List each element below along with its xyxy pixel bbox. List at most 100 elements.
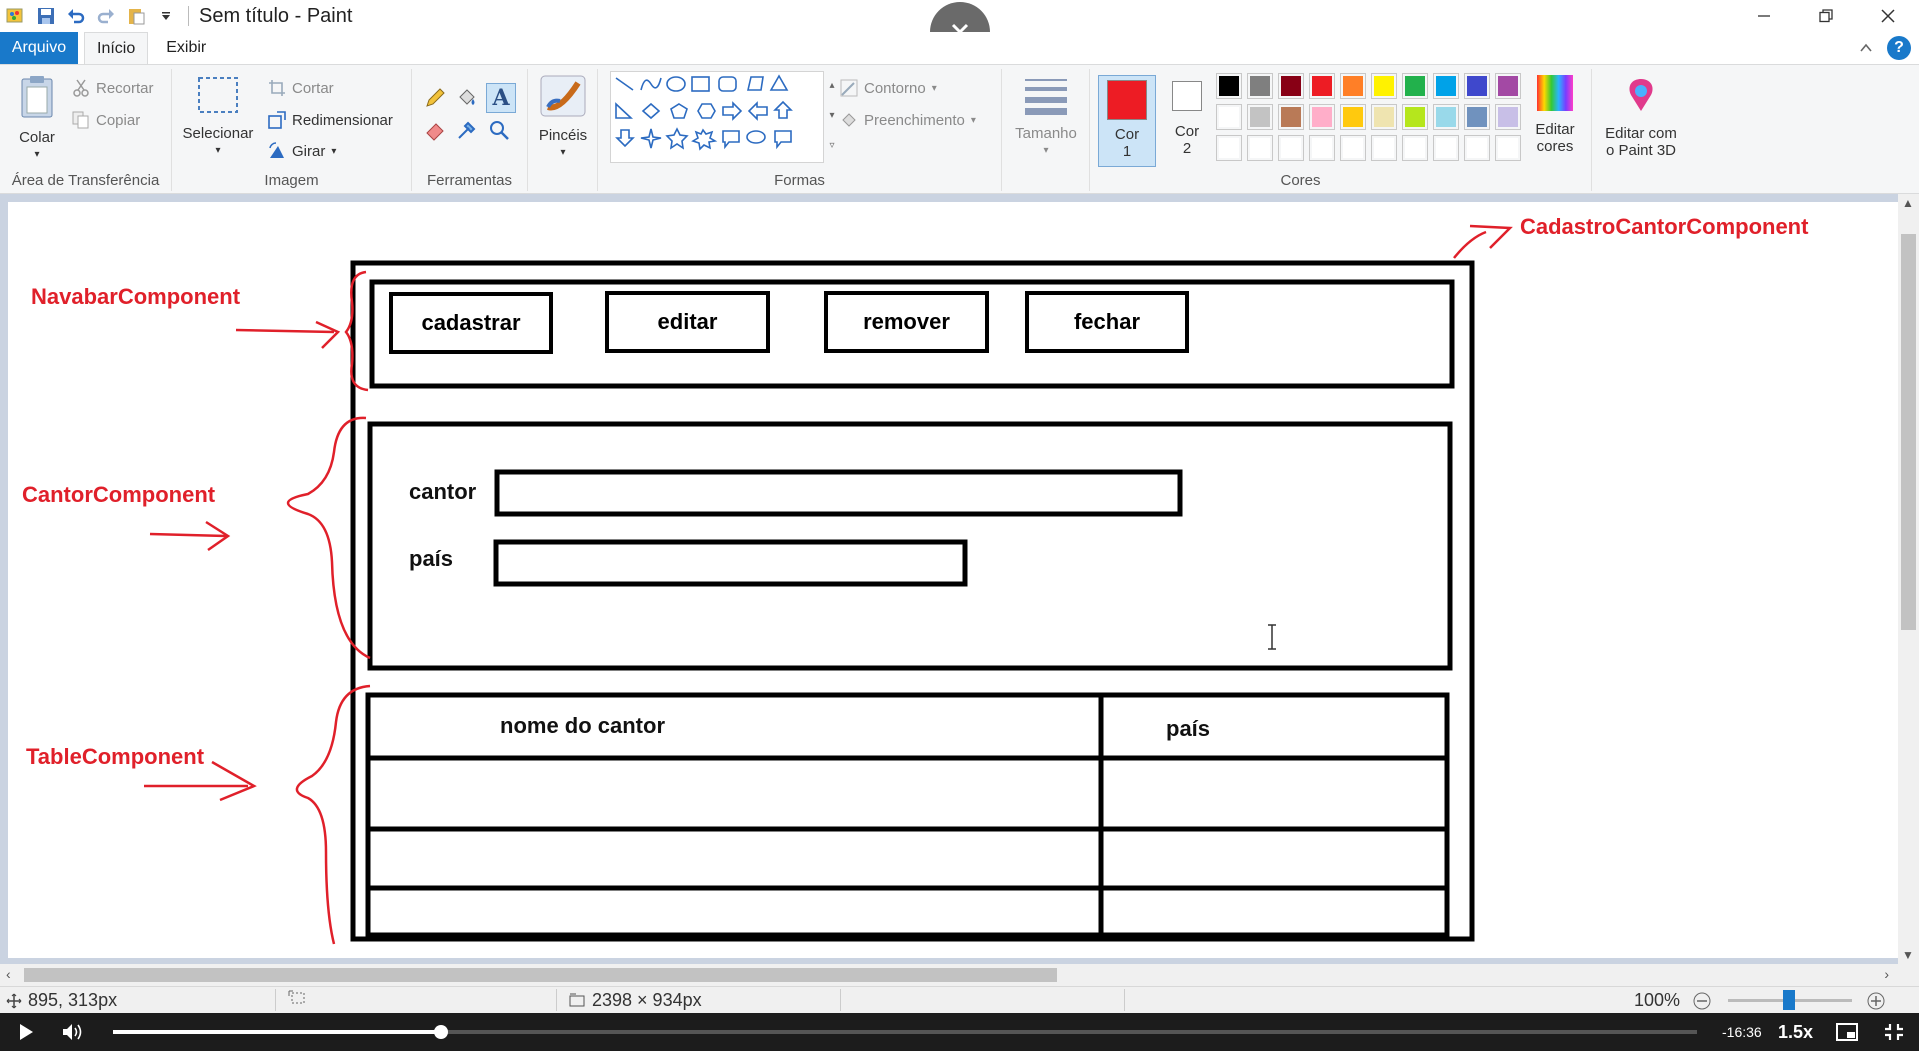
video-progress-knob[interactable] [433,1025,448,1039]
palette-swatch[interactable] [1402,104,1428,130]
shapes-gallery[interactable] [610,71,824,163]
color-picker-tool[interactable] [456,119,478,141]
scroll-down-icon[interactable]: ▼ [1902,948,1914,962]
size-dropdown-icon: ▾ [1043,145,1049,156]
play-button[interactable] [18,1013,34,1051]
palette-swatch[interactable] [1340,104,1366,130]
shapes-gallery-scroll[interactable]: ▴▾▿ [829,80,835,151]
crop-button[interactable]: Cortar [268,79,334,97]
horizontal-scrollbar[interactable]: ‹ › [0,964,1919,986]
text-tool[interactable]: A [486,83,516,113]
palette-swatch-color [1343,76,1363,96]
copy-button[interactable]: Copiar [72,111,140,129]
cut-button[interactable]: Recortar [72,79,154,97]
palette-swatch[interactable] [1495,104,1521,130]
pencil-tool[interactable] [424,87,446,109]
scroll-up-icon[interactable]: ▲ [1902,196,1914,210]
palette-swatch[interactable] [1216,73,1242,99]
pip-button[interactable] [1836,1013,1858,1051]
palette-swatch[interactable] [1309,104,1335,130]
paint3d-label: Editar com [1605,125,1677,142]
redo-icon[interactable] [94,4,118,28]
palette-swatch[interactable] [1495,135,1521,161]
cantor-brace [286,416,371,660]
palette-swatch[interactable] [1433,135,1459,161]
palette-swatch[interactable] [1464,135,1490,161]
fill-button[interactable]: Preenchimento ▾ [840,111,976,129]
zoom-slider-track[interactable] [1728,990,1852,1010]
exit-fullscreen-icon [1885,1024,1903,1040]
palette-swatch[interactable] [1309,135,1335,161]
save-icon[interactable] [34,4,58,28]
customize-clipboard-icon[interactable] [124,4,148,28]
palette-swatch[interactable] [1433,73,1459,99]
resize-button[interactable]: Redimensionar [268,111,393,129]
edit-paint3d-button[interactable]: Editar com o Paint 3D [1596,75,1686,159]
exit-fullscreen-button[interactable] [1884,1013,1904,1051]
palette-swatch[interactable] [1433,104,1459,130]
select-button[interactable]: Selecionar ▾ [180,75,256,159]
palette-swatch[interactable] [1371,104,1397,130]
palette-swatch[interactable] [1464,73,1490,99]
eraser-tool[interactable] [424,119,446,141]
palette-swatch[interactable] [1340,73,1366,99]
restore-button[interactable] [1795,0,1857,32]
palette-swatch[interactable] [1402,73,1428,99]
undo-icon[interactable] [64,4,88,28]
palette-swatch[interactable] [1247,104,1273,130]
palette-swatch[interactable] [1309,73,1335,99]
brushes-button[interactable]: Pincéis ▾ [534,75,592,161]
palette-swatch[interactable] [1495,73,1521,99]
zoom-in-button[interactable] [1866,991,1886,1011]
palette-swatch[interactable] [1216,135,1242,161]
volume-button[interactable] [62,1013,84,1051]
magnifier-tool[interactable] [488,119,510,141]
palette-swatch[interactable] [1371,135,1397,161]
zoom-out-button[interactable] [1692,991,1712,1011]
vertical-scroll-thumb[interactable] [1901,234,1916,630]
palette-swatch[interactable] [1371,73,1397,99]
palette-swatch[interactable] [1340,135,1366,161]
palette-swatch[interactable] [1278,73,1304,99]
vertical-scrollbar[interactable]: ▲ ▼ [1898,194,1919,964]
minimize-button[interactable] [1733,0,1795,32]
outline-button[interactable]: Contorno ▾ [840,79,937,97]
drawing-canvas[interactable]: cadastrar editar remover fechar cantor p… [8,202,1898,958]
qat-dropdown-icon[interactable] [154,4,178,28]
palette-swatch[interactable] [1278,135,1304,161]
close-window-button[interactable] [1857,0,1919,32]
color1-button[interactable]: Cor 1 [1098,75,1156,167]
zoom-slider-thumb[interactable] [1783,990,1795,1010]
tab-view[interactable]: Exibir [166,39,207,56]
paint-app-icon[interactable] [4,4,28,28]
palette-swatch[interactable] [1247,135,1273,161]
palette-swatch[interactable] [1247,73,1273,99]
navbar-arrow-head [315,320,341,349]
palette-swatch[interactable] [1464,104,1490,130]
collapse-ribbon-icon[interactable] [1859,41,1873,55]
annotation-cantor: CantorComponent [22,482,216,507]
fill-tool[interactable] [456,87,478,109]
palette-swatch[interactable] [1402,135,1428,161]
horizontal-scroll-thumb[interactable] [24,968,1057,982]
ribbon: Colar ▾ Recortar Copiar Área de Transfer… [0,64,1919,194]
tab-file[interactable]: Arquivo [0,32,78,64]
playback-speed-button[interactable]: 1.5x [1778,1021,1814,1042]
rotate-dropdown-icon: ▾ [331,145,337,157]
video-progress-bar[interactable] [113,1025,1697,1039]
edit-colors-button[interactable]: Editar cores [1520,75,1590,155]
video-progress-fill [113,1030,441,1034]
palette-swatch-color [1250,107,1270,127]
tab-home[interactable]: Início [84,32,149,64]
scroll-left-icon[interactable]: ‹ [6,966,11,982]
annotation-table: TableComponent [26,744,205,769]
rotate-button[interactable]: Girar ▾ [268,142,336,160]
wire-btn-editar: editar [605,291,770,353]
help-icon[interactable]: ? [1887,36,1911,60]
palette-swatch[interactable] [1216,104,1242,130]
paste-button[interactable]: Colar ▾ [10,75,64,163]
color2-button[interactable]: Cor 2 [1162,81,1212,157]
palette-swatch[interactable] [1278,104,1304,130]
size-button[interactable]: Tamanho ▾ [1008,75,1084,159]
scroll-right-icon[interactable]: › [1884,966,1889,982]
